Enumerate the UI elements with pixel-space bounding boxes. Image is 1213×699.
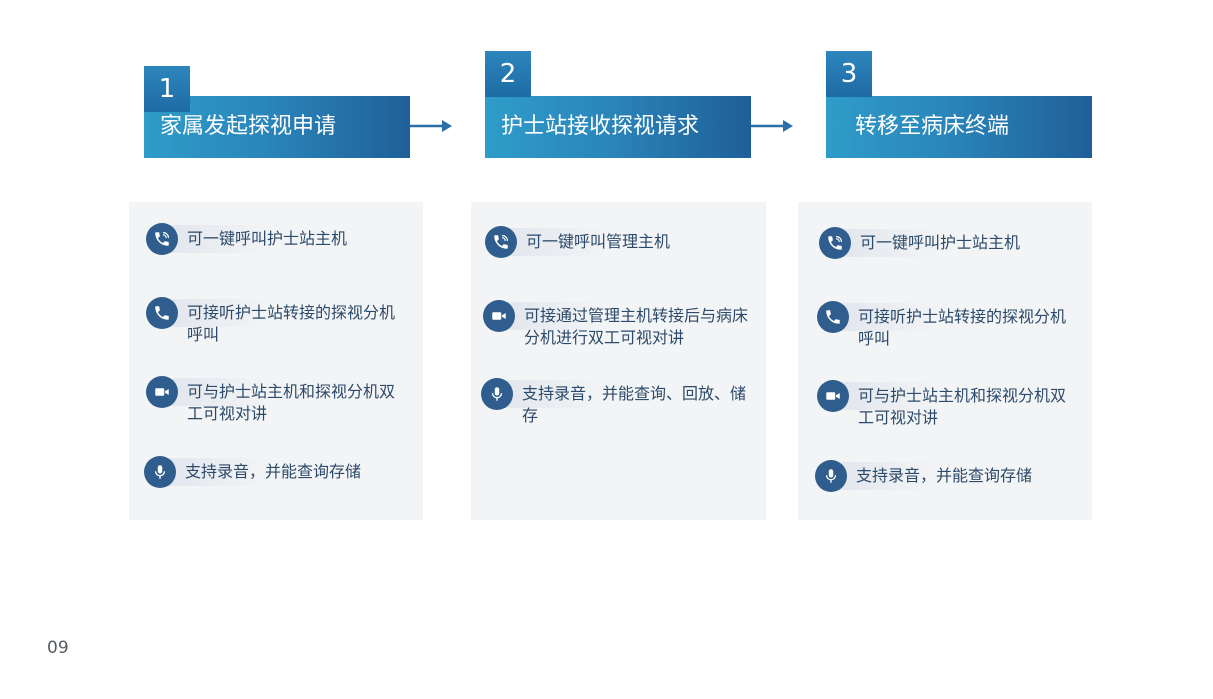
feature-item: 支持录音，并能查询存储 [144,456,404,488]
feature-text: 可一键呼叫管理主机 [526,232,671,251]
feature-item: 可一键呼叫管理主机 [485,226,750,258]
microphone-icon [815,460,847,492]
feature-text: 支持录音，并能查询存储 [185,462,362,481]
video-camera-icon [146,376,178,408]
feature-text: 支持录音，并能查询、回放、储存 [522,384,747,425]
feature-text: 可接听护士站转接的探视分机呼叫 [858,307,1067,348]
page-number: 09 [47,638,69,658]
step-1-card: 可一键呼叫护士站主机 可接听护士站转接的探视分机呼叫 可与护士站主机和探视分机双… [129,202,423,520]
step-2-card: 可一键呼叫管理主机 可接通过管理主机转接后与病床分机进行双工可视对讲 支持录音，… [471,202,766,520]
feature-text: 可接通过管理主机转接后与病床分机进行双工可视对讲 [524,306,749,347]
feature-item: 支持录音，并能查询、回放、储存 [481,378,756,427]
feature-item: 可接通过管理主机转接后与病床分机进行双工可视对讲 [483,300,753,349]
step-3-title: 转移至病床终端 [855,114,1010,139]
step-1-title: 家属发起探视申请 [160,114,337,139]
step-3-banner: 转移至病床终端 [826,96,1092,158]
step-3-card: 可一键呼叫护士站主机 可接听护士站转接的探视分机呼叫 可与护士站主机和探视分机双… [798,202,1092,520]
feature-item: 支持录音，并能查询存储 [815,460,1080,492]
feature-item: 可与护士站主机和探视分机双工可视对讲 [817,380,1082,429]
step-3-number: 3 [826,51,872,97]
arrow-right-icon [410,120,452,132]
microphone-icon [144,456,176,488]
feature-text: 可与护士站主机和探视分机双工可视对讲 [858,386,1067,427]
feature-text: 可一键呼叫护士站主机 [860,233,1021,252]
step-1-number: 1 [144,66,190,112]
phone-wave-icon [819,227,851,259]
feature-item: 可接听护士站转接的探视分机呼叫 [817,301,1082,350]
phone-wave-icon [146,223,178,255]
step-2-number: 2 [485,51,531,97]
video-camera-icon [817,380,849,412]
feature-item: 可与护士站主机和探视分机双工可视对讲 [146,376,406,425]
feature-item: 可一键呼叫护士站主机 [819,227,1079,259]
feature-text: 支持录音，并能查询存储 [856,466,1033,485]
step-1-banner: 家属发起探视申请 [144,96,410,158]
feature-item: 可一键呼叫护士站主机 [146,223,406,255]
arrow-right-icon [751,120,793,132]
feature-text: 可一键呼叫护士站主机 [187,229,348,248]
phone-icon [146,297,178,329]
feature-item: 可接听护士站转接的探视分机呼叫 [146,297,406,346]
phone-icon [817,301,849,333]
microphone-icon [481,378,513,410]
step-2-title: 护士站接收探视请求 [501,114,700,139]
phone-wave-icon [485,226,517,258]
video-camera-icon [483,300,515,332]
feature-text: 可接听护士站转接的探视分机呼叫 [187,303,396,344]
feature-text: 可与护士站主机和探视分机双工可视对讲 [187,382,396,423]
step-2-banner: 护士站接收探视请求 [485,96,751,158]
